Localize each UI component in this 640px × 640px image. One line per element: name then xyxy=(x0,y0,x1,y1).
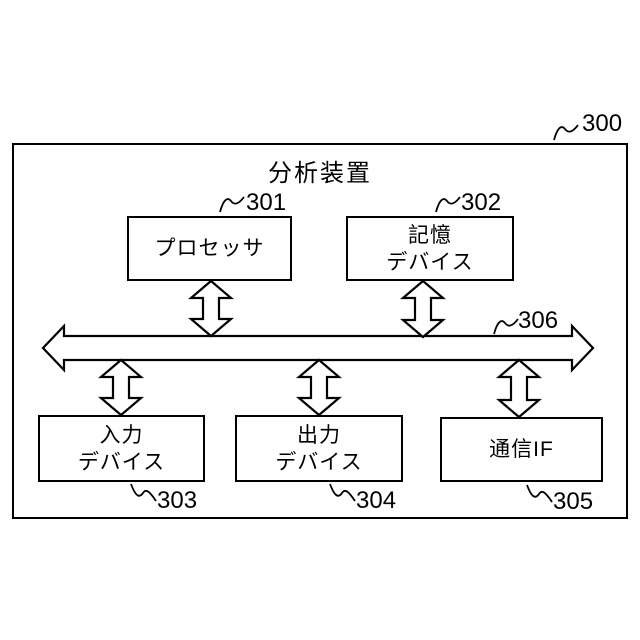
block-output-label-line1: 出力 xyxy=(297,423,341,447)
arrow-processor-bus xyxy=(188,279,234,338)
block-storage-label-line2: デバイス xyxy=(386,250,474,274)
block-processor-label: プロセッサ xyxy=(154,237,265,260)
block-storage-device: 記憶 デバイス xyxy=(346,216,514,281)
bus-double-arrow xyxy=(41,323,595,373)
ref-label-301: 301 xyxy=(246,189,287,216)
ref-label-300: 300 xyxy=(582,110,623,137)
block-comm-label: 通信IF xyxy=(489,438,554,461)
leadline-305 xyxy=(526,484,553,503)
block-input-device: 入力 デバイス xyxy=(38,415,205,482)
block-output-device: 出力 デバイス xyxy=(235,415,403,482)
leadline-300 xyxy=(553,124,579,141)
leadline-306 xyxy=(493,318,519,335)
block-output-label-line2: デバイス xyxy=(275,450,363,474)
ref-label-305: 305 xyxy=(553,488,594,515)
figure-title: 分析装置 xyxy=(268,160,372,187)
analysis-device-boundary xyxy=(12,143,628,519)
ref-label-303: 303 xyxy=(157,487,198,514)
block-communication-if: 通信IF xyxy=(440,417,603,482)
leadline-301 xyxy=(219,196,245,213)
arrow-storage-bus xyxy=(400,279,446,339)
leadline-303 xyxy=(130,483,157,502)
block-input-label-line1: 入力 xyxy=(99,423,144,447)
leadline-302 xyxy=(435,196,461,213)
ref-label-302: 302 xyxy=(461,189,502,216)
block-processor: プロセッサ xyxy=(127,216,292,281)
ref-label-306: 306 xyxy=(518,307,559,334)
ref-label-304: 304 xyxy=(356,487,397,514)
block-storage-label-line1: 記憶 xyxy=(408,223,452,247)
leadline-304 xyxy=(329,483,356,502)
block-input-label-line2: デバイス xyxy=(77,450,166,474)
